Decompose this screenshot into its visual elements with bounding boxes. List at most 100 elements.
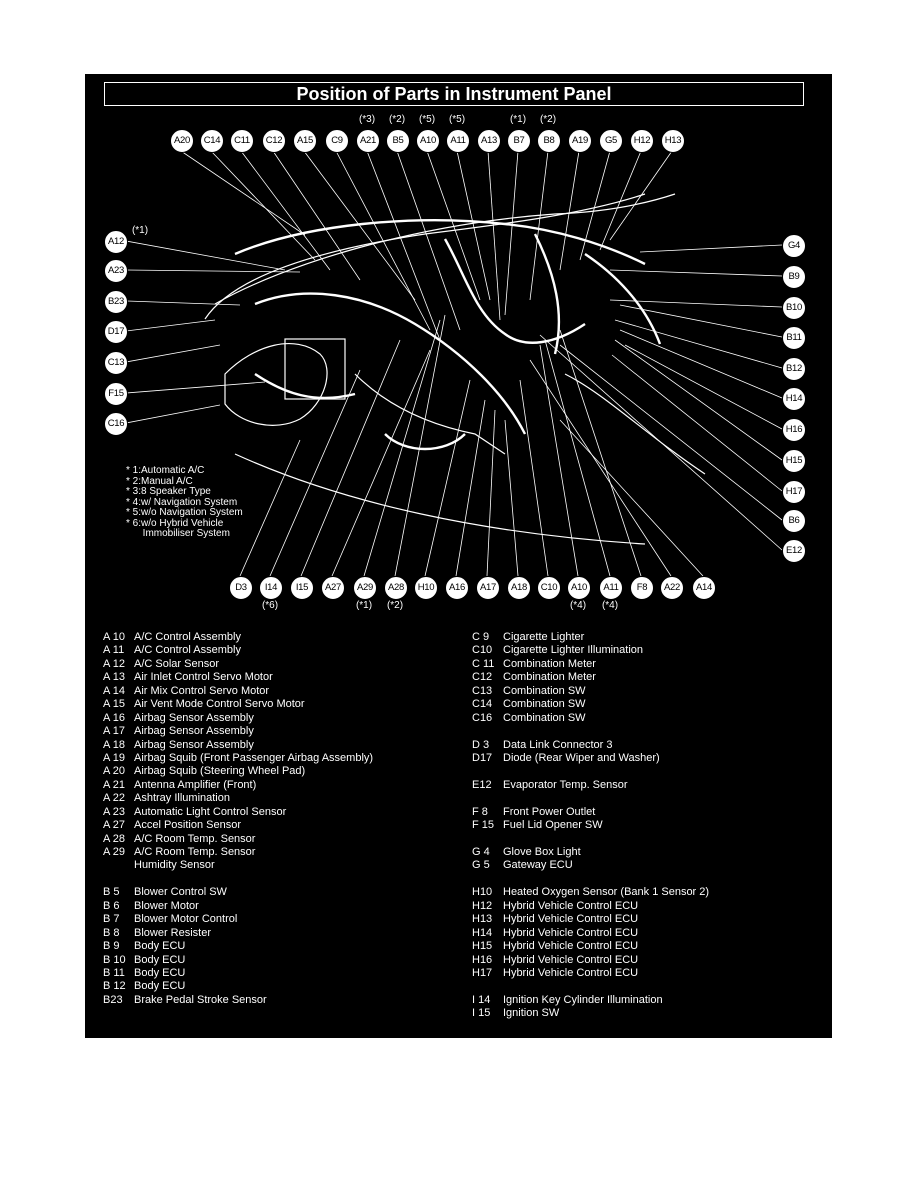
leader-line <box>272 150 361 281</box>
legend-code: A 15 <box>103 698 126 711</box>
wire-harness <box>254 292 527 435</box>
footnote: * 6:w/o Hybrid Vehicle <box>126 517 224 529</box>
legend-code: A 28 <box>103 832 126 845</box>
callout-i15: I15 <box>290 576 314 600</box>
leader-line <box>363 319 441 577</box>
legend-name: A/C Control Assembly <box>134 644 241 657</box>
legend-row <box>472 980 709 993</box>
leader-line <box>486 409 496 577</box>
legend-name: Airbag Squib (Front Passenger Airbag Ass… <box>134 751 374 764</box>
callout-note: (*5) <box>448 114 466 125</box>
callout-b11: B11 <box>782 326 806 350</box>
leader-line <box>529 359 672 577</box>
callout-h16: H16 <box>782 418 806 442</box>
legend-name: Combination Meter <box>503 657 596 670</box>
callout-a27: A27 <box>321 576 345 600</box>
wire-harness <box>584 253 662 345</box>
legend-code: B 12 <box>103 980 126 993</box>
wire-harness <box>443 238 586 344</box>
legend-name: Fuel Lid Opener SW <box>503 819 603 832</box>
glovebox-outline <box>564 373 706 475</box>
footnote: * 2:Manual A/C <box>126 475 193 487</box>
leader-line <box>619 304 783 338</box>
callout-g4: G4 <box>782 234 806 258</box>
callout-i14: I14 <box>259 576 283 600</box>
legend-code: F 8 <box>472 805 488 818</box>
leader-line <box>366 150 441 341</box>
legend-name: Hybrid Vehicle Control ECU <box>503 966 639 979</box>
legend-name: Blower Motor <box>134 899 199 912</box>
callout-b23: B23 <box>104 290 128 314</box>
callout-a23: A23 <box>104 259 128 283</box>
legend-code: B 7 <box>103 913 120 926</box>
legend-name: Air Inlet Control Servo Motor <box>134 671 273 684</box>
footnote: * 4:w/ Navigation System <box>126 496 238 508</box>
callout-note: (*2) <box>388 114 406 125</box>
callout-f8: F8 <box>630 576 654 600</box>
legend-code: B 10 <box>103 953 126 966</box>
callout-a17: A17 <box>476 576 500 600</box>
legend-row: A 13 Air Inlet Control Servo Motor <box>103 671 373 684</box>
callout-note: (*3) <box>358 114 376 125</box>
leader-line <box>611 354 783 492</box>
callout-h17: H17 <box>782 480 806 504</box>
leader-line <box>519 379 549 577</box>
leader-line <box>394 314 446 577</box>
legend-code: A 29 <box>103 846 126 858</box>
legend-row <box>472 765 709 778</box>
console-outline <box>354 373 506 455</box>
callout-b9: B9 <box>782 265 806 289</box>
legend-code: A 18 <box>103 738 126 751</box>
callout-a11: A11 <box>599 576 623 600</box>
leader-line <box>426 150 481 301</box>
callout-note: (*4) <box>601 600 619 611</box>
legend-name: Hybrid Vehicle Control ECU <box>503 913 639 926</box>
legend-code: H17 <box>472 966 493 979</box>
legend-code: C16 <box>472 711 493 724</box>
wire-harness <box>533 233 561 355</box>
callout-note: (*5) <box>418 114 436 125</box>
legend-name: Brake Pedal Stroke Sensor <box>134 993 267 1006</box>
legend-code: A 16 <box>103 711 126 724</box>
legend-code: C 11 <box>472 657 495 670</box>
callout-note: (*1) <box>509 114 527 125</box>
legend-code: I 15 <box>472 1007 491 1020</box>
wire-harness <box>234 219 646 266</box>
legend-code: B 11 <box>103 966 125 979</box>
legend-name: Air Vent Mode Control Servo Motor <box>134 698 305 711</box>
legend-code: A 20 <box>103 765 126 778</box>
callout-note: (*4) <box>569 600 587 611</box>
legend-code: B 5 <box>103 886 120 899</box>
legend-code: D 3 <box>472 738 490 751</box>
legend-name: Ignition SW <box>503 1007 560 1020</box>
leader-line <box>269 369 361 577</box>
legend-name: Body ECU <box>134 940 186 953</box>
legend-name: Diode (Rear Wiper and Washer) <box>503 751 660 764</box>
legend-code: A 27 <box>103 819 126 832</box>
fuse-block <box>284 338 346 400</box>
legend-code: A 11 <box>103 644 125 657</box>
callout-a29: A29 <box>353 576 377 600</box>
legend-name: Ashtray Illumination <box>134 792 230 805</box>
page-title: Position of Parts in Instrument Panel <box>104 82 804 106</box>
leader-line <box>424 379 471 577</box>
legend-name: A/C Room Temp. Sensor <box>134 846 256 858</box>
callout-f15: F15 <box>104 382 128 406</box>
leader-line <box>125 319 216 332</box>
legend-code: A 13 <box>103 671 126 684</box>
callout-a22: A22 <box>660 576 684 600</box>
steering-column <box>224 343 328 426</box>
